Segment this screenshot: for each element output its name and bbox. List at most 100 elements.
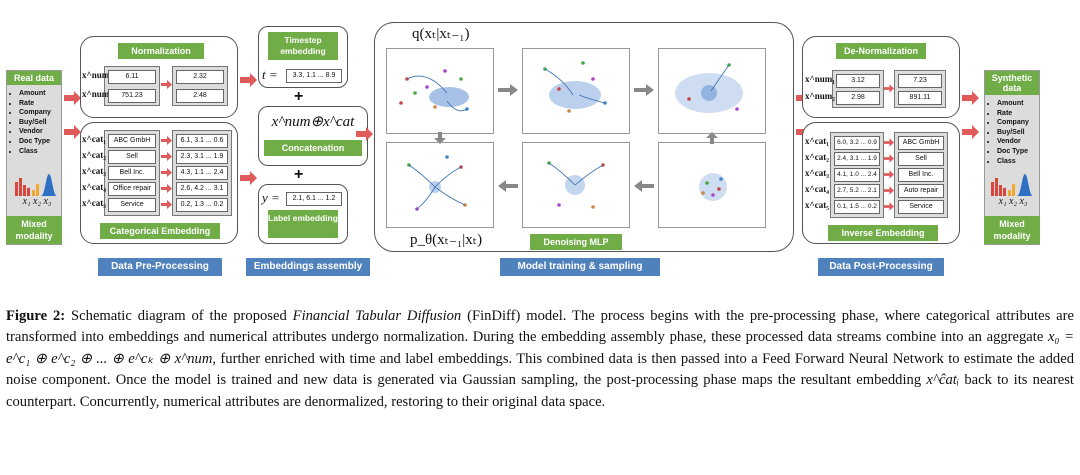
cat-output-cell: 0.2, 1.3 ... 0.2 xyxy=(176,198,228,212)
caption-text: back to its nearest counterpart. Concurr… xyxy=(6,372,1074,410)
arrow-icon xyxy=(240,73,257,87)
timestep-embedding-title: Timestep embedding xyxy=(268,32,338,60)
cat-input-cell: Bell Inc. xyxy=(108,166,156,180)
cat-output-cell: Bell Inc. xyxy=(898,168,944,182)
cat-input-cell: 6.0, 3.2 ... 0.9 xyxy=(834,136,880,150)
attribute-item: Buy/Sell xyxy=(19,118,61,128)
cat-label: x^cat₂ xyxy=(82,150,106,160)
scatter-plot xyxy=(547,161,605,209)
cat-output-cell: Service xyxy=(898,200,944,214)
concatenation-panel xyxy=(258,106,368,166)
cat-output-cell: 2.3, 3.1 ... 1.9 xyxy=(176,150,228,164)
num-output-cell: 7.23 xyxy=(898,74,942,88)
num-input-cell: 2.98 xyxy=(836,91,880,105)
arrow-icon xyxy=(161,184,172,193)
normalization-title: Normalization xyxy=(118,43,204,59)
reverse-plot-1 xyxy=(386,142,494,228)
histogram-labels: x₁ x₂ x₃ xyxy=(998,196,1028,207)
cat-label: x^cat₅ xyxy=(82,198,106,208)
arrow-icon xyxy=(64,125,81,139)
cat-label: x^cat₃ xyxy=(82,166,106,176)
cat-label: x^cat₄ xyxy=(82,182,106,192)
arrow-icon xyxy=(161,80,172,89)
cat-input-cell: 2.4, 3.1 ... 1.9 xyxy=(834,152,880,166)
scatter-plot xyxy=(675,63,743,113)
cat-label: x^cat₅ xyxy=(805,200,829,210)
forward-plot-1 xyxy=(386,48,494,134)
cat-output-cell: 2.6, 4.2 ... 3.1 xyxy=(176,182,228,196)
cat-input-cell: Office repair xyxy=(108,182,156,196)
figure-caption: Figure 2: Schematic diagram of the propo… xyxy=(6,306,1074,413)
plus-sign: + xyxy=(294,166,304,183)
arrow-icon xyxy=(161,136,172,145)
concatenation-title: Concatenation xyxy=(264,140,362,156)
num-output-cell: 2.32 xyxy=(176,70,224,84)
denormalization-title: De-Normalization xyxy=(836,43,926,59)
attribute-item: Vendor xyxy=(19,127,61,137)
arrow-icon xyxy=(884,186,894,195)
inverse-embedding-title: Inverse Embedding xyxy=(828,225,938,241)
cat-label: x^cat₁ xyxy=(82,134,106,144)
arrow-icon xyxy=(884,138,894,147)
forward-plot-2 xyxy=(522,48,630,134)
y-label: y = xyxy=(262,190,280,205)
attribute-item: Buy/Sell xyxy=(997,128,1039,138)
arrow-icon xyxy=(356,127,373,141)
num-label-2: x^num₂ xyxy=(82,89,112,99)
phase-label-postprocessing: Data Post-Processing xyxy=(818,258,944,276)
arrow-icon xyxy=(434,132,446,144)
attribute-item: Company xyxy=(19,108,61,118)
cat-output-cell: 6.1, 3.1 ... 0.6 xyxy=(176,134,228,148)
cat-label: x^cat₃ xyxy=(805,168,829,178)
t-value-cell: 3.3, 1.1 ... 8.9 xyxy=(286,69,342,83)
forward-plot-3 xyxy=(658,48,766,134)
arrow-icon xyxy=(161,152,172,161)
real-data-title: Real data xyxy=(7,71,61,85)
caption-model-name: Financial Tabular Diffusion xyxy=(292,308,462,324)
reverse-plot-3 xyxy=(658,142,766,228)
mixed-modality-right: Mixed modality xyxy=(984,216,1040,244)
caption-text: (FinDiff) model. The process begins with… xyxy=(6,308,1074,346)
caption-label: Figure 2: xyxy=(6,308,66,324)
arrow-icon xyxy=(884,170,894,179)
histogram-icon xyxy=(991,174,1033,196)
arrow-icon xyxy=(634,180,654,192)
histogram-icon xyxy=(15,174,57,196)
scatter-plot xyxy=(407,155,467,211)
caption-text: Schematic diagram of the proposed xyxy=(71,308,287,324)
arrow-icon xyxy=(884,154,894,163)
num-label: x^num₁ xyxy=(805,74,835,84)
attribute-item: Class xyxy=(997,157,1039,167)
scatter-plot xyxy=(543,61,607,113)
cat-input-cell: 4.1, 1.0 ... 2.4 xyxy=(834,168,880,182)
num-input-cell: 6.11 xyxy=(108,70,156,84)
cat-input-cell: 0.1, 1.5 ... 0.2 xyxy=(834,200,880,214)
attribute-item: Class xyxy=(19,147,61,157)
num-output-cell: 2.48 xyxy=(176,89,224,103)
caption-formula: x^ĉatᵢ xyxy=(926,372,960,389)
cat-output-cell: Auto repair xyxy=(898,184,944,198)
cat-input-cell: ABC GmbH xyxy=(108,134,156,148)
plus-sign: + xyxy=(294,88,304,105)
synthetic-data-title: Synthetic data xyxy=(985,71,1039,95)
attribute-item: Amount xyxy=(997,99,1039,109)
concat-formula: x^num⊕x^cat xyxy=(271,114,355,130)
arrow-icon xyxy=(706,132,718,144)
scatter-plot xyxy=(399,69,469,112)
phase-label-preprocessing: Data Pre-Processing xyxy=(98,258,222,276)
arrow-icon xyxy=(962,91,979,105)
attribute-item: Rate xyxy=(997,109,1039,119)
histogram-labels: x₁ x₂ x₃ xyxy=(22,196,52,207)
y-value-cell: 2.1, 6.1 ... 1.2 xyxy=(286,192,342,206)
num-label: x^num₂ xyxy=(805,91,835,101)
num-input-cell: 3.12 xyxy=(836,74,880,88)
arrow-icon xyxy=(884,202,894,211)
num-label-1: x^num₁ xyxy=(82,70,112,80)
cat-input-cell: 2.7, 5.2 ... 2.1 xyxy=(834,184,880,198)
synthetic-data-attribute-list: Amount Rate Company Buy/Sell Vendor Doc … xyxy=(985,99,1039,166)
attribute-item: Amount xyxy=(19,89,61,99)
cat-label: x^cat₂ xyxy=(805,152,829,162)
phase-label-model: Model training & sampling xyxy=(500,258,660,276)
arrow-icon xyxy=(161,200,172,209)
real-data-attribute-list: Amount Rate Company Buy/Sell Vendor Doc … xyxy=(7,89,61,156)
